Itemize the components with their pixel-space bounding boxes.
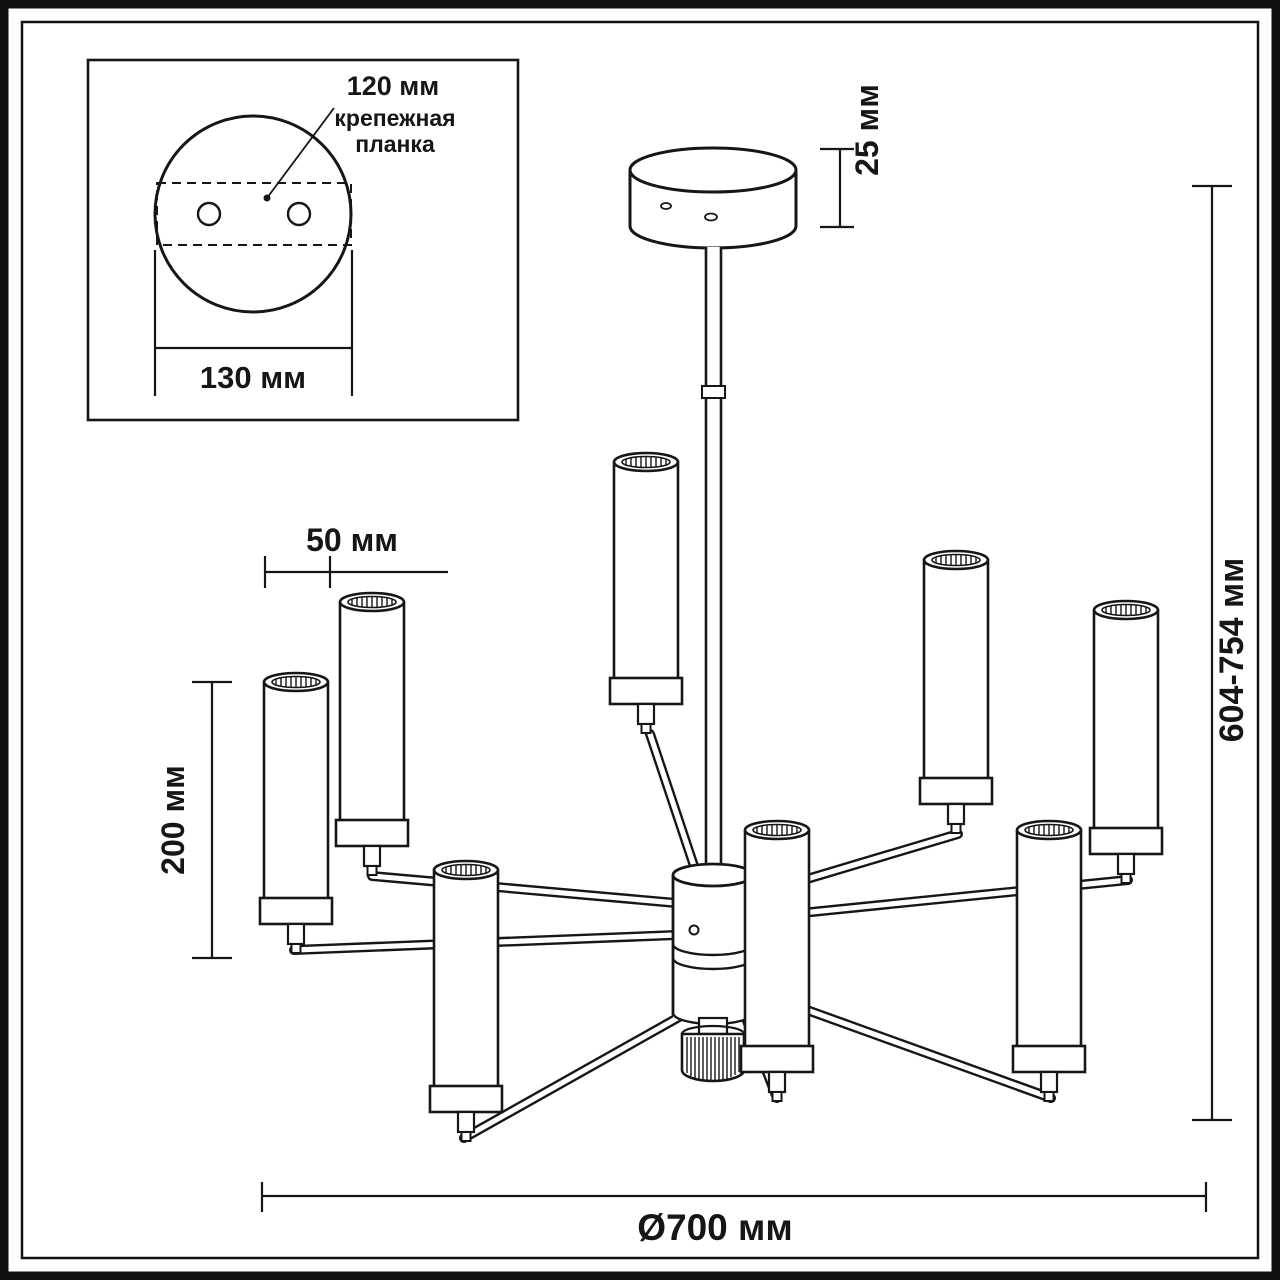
tube-inner-hatch [1028,824,1070,836]
tube-stem-tip [290,943,302,954]
tube-band [918,776,994,806]
tube-inner-hatch [625,456,667,468]
rod-coupler [701,385,726,399]
arm-2 [367,871,681,908]
tube-inner-hatch [1105,604,1147,616]
shade-tube-6 [918,549,994,834]
dim-overall-height-ticks [1192,184,1232,1122]
tube-band [608,676,684,706]
tube-stem [1039,1070,1059,1094]
leader-line [266,107,335,199]
tube-stem [456,1110,476,1134]
tube-band [1088,826,1164,856]
hub-top-rim [671,862,755,888]
tube-stem [1116,852,1136,876]
mounting-hole-left [196,201,222,227]
tube-stem [767,1070,787,1094]
tube-inner-hatch [935,554,977,566]
tube-band [1011,1044,1087,1074]
shade-tube-5 [739,819,815,1102]
tube-inner-hatch [275,676,317,688]
shade-tube-8 [1011,819,1087,1102]
cup-screw [660,202,672,210]
cup-rim [628,146,798,194]
tube-stem-tip [460,1131,472,1142]
dim-overall-diameter-ticks [260,1182,1208,1212]
shade-tube-1 [258,671,334,954]
dim-shade-height-ticks [192,680,232,960]
tube-stem [636,702,656,726]
knob-knurling [686,1037,740,1081]
dim-plate-width: 130 мм [200,360,306,395]
cup-center-hole [704,212,718,222]
mounting-bracket-dashed [156,182,352,246]
tube-band [258,896,334,926]
tube-stem [286,922,306,946]
arm-3 [459,1007,693,1143]
dim-shade-height: 200 мм [155,765,191,875]
shade-tube-2 [334,591,410,876]
tube-stem-tip [640,723,652,734]
tubes-layer [258,451,1164,1142]
tube-stem-tip [366,865,378,876]
dim-hole-spacing: 120 мм [347,71,440,101]
shade-tube-3 [428,859,504,1142]
ceiling-cup [628,146,798,250]
tube-stem-tip [1120,873,1132,884]
tube-stem-tip [1043,1091,1055,1102]
dim-canopy-ticks [820,147,854,229]
bracket-label-line1: крепежная [334,105,455,131]
mounting-inset-panel: 120 мм крепежная планка 130 мм [86,58,520,422]
dim-overall-diameter: Ø700 мм [637,1207,793,1248]
tube-inner-hatch [351,596,393,608]
center-hub [671,862,755,1083]
tube-stem [946,802,966,826]
tube-band [428,1084,504,1114]
knob-top-edge [680,1024,746,1035]
tube-inner-hatch [756,824,798,836]
dimension-annotations: 25 мм 50 мм 200 мм 604-754 мм Ø700 мм [155,84,1251,1248]
tube-stem [362,844,382,868]
bracket-label-line2: планка [355,131,435,157]
hub-side-hole [688,924,700,936]
mounting-hole-right [286,201,312,227]
arm-4 [645,729,705,889]
shade-tube-7 [1088,599,1164,884]
tube-band [739,1044,815,1074]
tube-stem-tip [950,823,962,834]
hanging-rod [701,247,726,877]
tube-inner-hatch [445,864,487,876]
shade-tube-4 [608,451,684,734]
tube-band [334,818,410,848]
tube-stem-tip [771,1091,783,1102]
dim-canopy-height: 25 мм [849,84,885,176]
dim-overall-height: 604-754 мм [1213,558,1251,743]
dim-shade-diameter: 50 мм [306,522,398,558]
